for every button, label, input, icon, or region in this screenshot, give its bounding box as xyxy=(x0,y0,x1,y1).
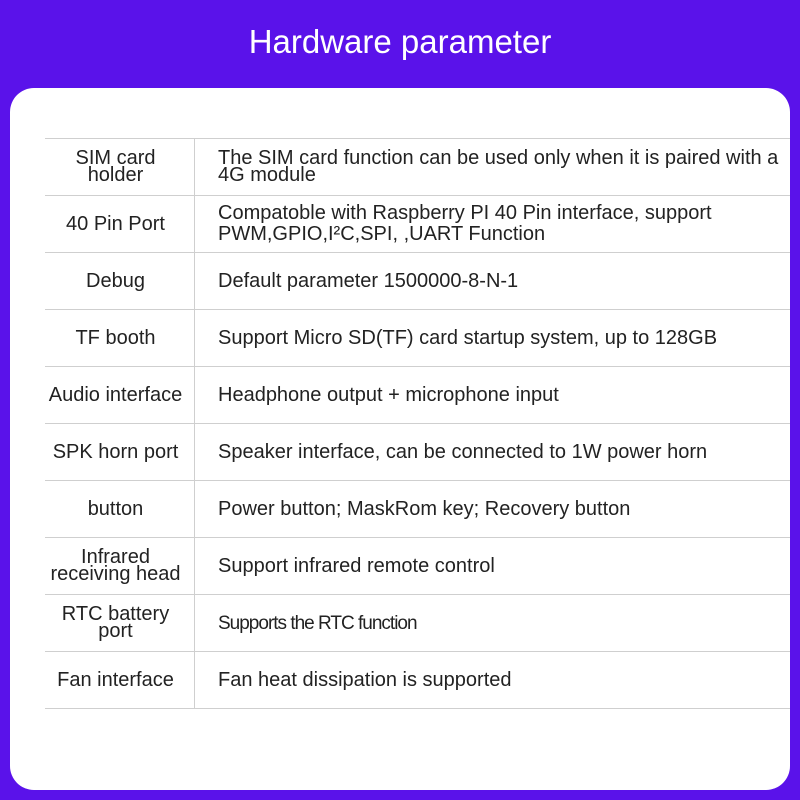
table-row-sim-card-holder: SIM card holder The SIM card function ca… xyxy=(45,139,790,196)
row-value: The SIM card function can be used only w… xyxy=(218,147,779,186)
table-row-button: button Power button; MaskRom key; Recove… xyxy=(45,481,790,538)
row-value: Headphone output + microphone input xyxy=(218,383,559,406)
row-label: button xyxy=(45,481,195,537)
row-value: Speaker interface, can be connected to 1… xyxy=(218,440,708,463)
row-value: Fan heat dissipation is supported xyxy=(218,668,512,691)
row-value: Supports the RTC function xyxy=(218,612,418,634)
table-row-spk-horn-port: SPK horn port Speaker interface, can be … xyxy=(45,424,790,481)
table-row-fan-interface: Fan interface Fan heat dissipation is su… xyxy=(45,652,790,709)
row-label: Fan interface xyxy=(45,652,195,708)
row-label: 40 Pin Port xyxy=(45,196,195,252)
row-label: RTC battery port xyxy=(45,595,195,651)
row-value: Support Micro SD(TF) card startup system… xyxy=(218,326,718,349)
row-value: Compatoble with Raspberry PI 40 Pin inte… xyxy=(218,202,712,245)
parameter-table: SIM card holder The SIM card function ca… xyxy=(45,138,790,709)
table-row-rtc-battery-port: RTC battery port Supports the RTC functi… xyxy=(45,595,790,652)
row-value: Default parameter 1500000-8-N-1 xyxy=(218,269,519,292)
parameter-card: SIM card holder The SIM card function ca… xyxy=(10,88,790,790)
row-label: SPK horn port xyxy=(45,424,195,480)
row-label: Audio interface xyxy=(45,367,195,423)
row-value: Power button; MaskRom key; Recovery butt… xyxy=(218,497,631,520)
row-label: Debug xyxy=(45,253,195,309)
row-label: TF booth xyxy=(45,310,195,366)
table-row-audio-interface: Audio interface Headphone output + micro… xyxy=(45,367,790,424)
header-banner: Hardware parameter xyxy=(0,0,800,88)
row-label: SIM card holder xyxy=(45,139,195,195)
table-row-tf-booth: TF booth Support Micro SD(TF) card start… xyxy=(45,310,790,367)
table-row-infrared-receiving-head: Infrared receiving head Support infrared… xyxy=(45,538,790,595)
row-label: Infrared receiving head xyxy=(45,538,195,594)
page-title: Hardware parameter xyxy=(248,23,552,60)
row-value: Support infrared remote control xyxy=(218,554,495,577)
table-row-40-pin-port: 40 Pin Port Compatoble with Raspberry PI… xyxy=(45,196,790,253)
table-row-debug: Debug Default parameter 1500000-8-N-1 xyxy=(45,253,790,310)
